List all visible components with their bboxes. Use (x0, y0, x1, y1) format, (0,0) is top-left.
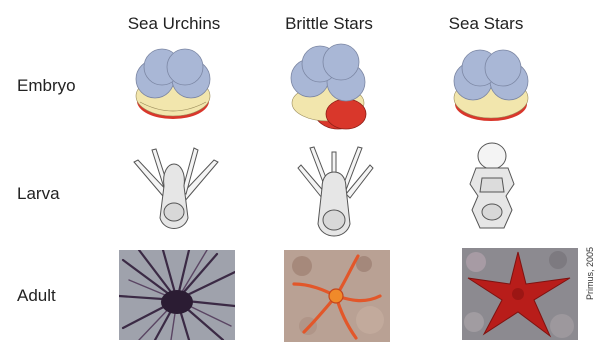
photo-credit: Primus, 2005 (585, 247, 595, 300)
sea-urchin-embryo-illustration (128, 46, 218, 124)
sea-urchin-adult-photo (119, 250, 235, 340)
sea-star-adult-photo (462, 248, 578, 340)
row-label-embryo: Embryo (17, 76, 76, 96)
column-header-sea-stars: Sea Stars (406, 14, 566, 34)
sea-urchin-larva-illustration (128, 142, 220, 242)
brittle-star-embryo-illustration (286, 40, 380, 132)
brittle-star-adult-photo (284, 250, 390, 342)
column-header-sea-urchins: Sea Urchins (94, 14, 254, 34)
row-label-larva: Larva (17, 184, 60, 204)
column-header-brittle-stars: Brittle Stars (249, 14, 409, 34)
brittle-star-larva-illustration (288, 142, 380, 246)
sea-star-larva-illustration (454, 138, 530, 238)
row-label-adult: Adult (17, 286, 56, 306)
sea-star-embryo-illustration (446, 48, 536, 126)
